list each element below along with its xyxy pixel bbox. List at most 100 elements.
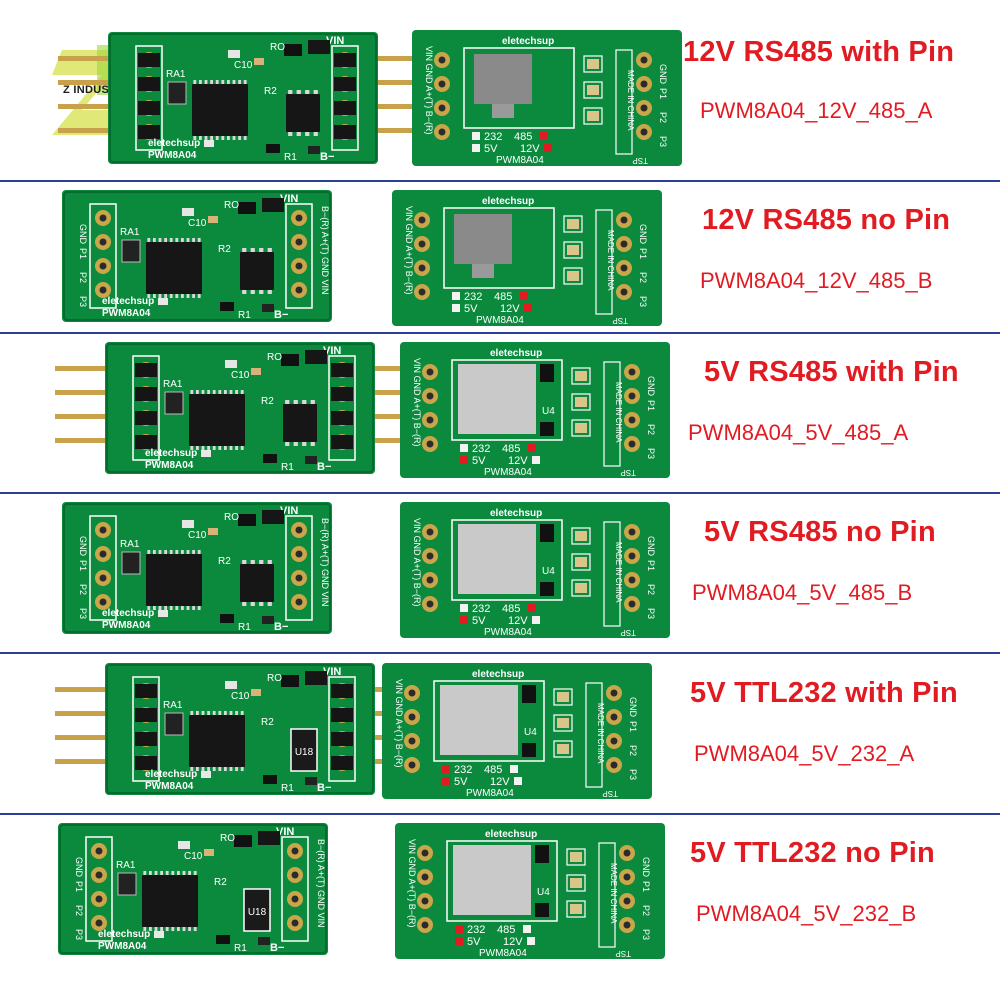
- chip-pin: [158, 238, 162, 243]
- sel-12v-label: 12V: [508, 615, 528, 627]
- chip-pin: [188, 871, 191, 876]
- pin-label: P3: [641, 929, 651, 940]
- sel-232-label: 232: [484, 131, 502, 143]
- pad-hole: [291, 847, 299, 855]
- chip-pin: [259, 289, 264, 294]
- smd-part: [225, 360, 237, 368]
- chip-pin: [160, 871, 163, 876]
- variant-title: 5V TTL232 no Pin: [690, 837, 935, 869]
- chip-pin: [149, 926, 152, 931]
- chip-pin: [204, 135, 208, 140]
- pin-label: GND: [78, 224, 88, 245]
- smd-part: [540, 422, 554, 436]
- chip-pin: [192, 293, 195, 298]
- smd-part: [238, 202, 256, 214]
- right-connector-outline: [328, 355, 356, 461]
- brand-label: eletechsup: [485, 829, 537, 840]
- variant-model-number: PWM8A04_5V_232_A: [694, 741, 915, 766]
- pin-label: P3: [646, 608, 656, 619]
- chip-pin: [215, 80, 219, 85]
- model-silk-label: PWM8A04: [148, 150, 197, 161]
- chip-pin: [250, 248, 255, 253]
- pin-label: P1: [646, 400, 656, 411]
- jumper-12v: [532, 456, 540, 464]
- regulator-outline: [433, 680, 545, 762]
- smd-part: [251, 689, 261, 696]
- chip-pin: [207, 766, 210, 771]
- header-pin: [55, 735, 130, 740]
- transceiver-chip: [286, 90, 320, 136]
- resistor-array: [164, 712, 184, 736]
- chip-body: [240, 252, 274, 290]
- chip-pin: [259, 601, 264, 606]
- chip-body: [189, 394, 245, 446]
- chip-pin: [147, 238, 151, 243]
- b-minus-label: B−: [270, 942, 284, 954]
- header-block: [331, 684, 353, 698]
- chip-pin: [259, 248, 264, 253]
- model-silk-label: PWM8A04: [479, 948, 527, 959]
- cap-outline: [583, 81, 603, 99]
- pin-label: P3: [74, 929, 84, 940]
- header-block: [138, 125, 160, 139]
- sel-12v-label: 12V: [500, 303, 520, 315]
- chip-pin: [175, 238, 179, 243]
- chip-pin: [235, 445, 238, 450]
- header-pin: [350, 414, 425, 419]
- regulator-chip: [454, 214, 512, 264]
- smd-part: [305, 777, 317, 785]
- pcb-edge: [63, 503, 331, 633]
- inductor: [458, 364, 536, 434]
- mcu-chip: [189, 390, 245, 450]
- pad-hole: [295, 262, 303, 270]
- header-block: [135, 684, 157, 698]
- pin-label: P1: [78, 248, 88, 259]
- smd-part: [204, 849, 214, 856]
- bus-pin-label: VIN GND A+(T) B−(R): [407, 839, 417, 928]
- cap-outline: [571, 579, 591, 597]
- cap: [557, 718, 569, 728]
- smd-part: [262, 304, 274, 312]
- u18-label: U18: [248, 907, 267, 918]
- jumper-5v: [460, 616, 468, 624]
- pad-hole: [408, 737, 416, 745]
- b-minus-label: B−: [274, 309, 288, 321]
- chip-pin: [285, 400, 290, 405]
- chip-pin: [313, 90, 318, 95]
- smd-part: [284, 44, 302, 56]
- regulator-outline: [451, 359, 563, 441]
- chip-pin: [147, 293, 151, 298]
- brand-label: eletechsup: [98, 929, 150, 940]
- ro-label: RO: [270, 42, 285, 53]
- header-pin: [353, 80, 428, 85]
- header-block: [331, 411, 353, 425]
- smd-part: [262, 198, 284, 212]
- r2-label: R2: [214, 877, 227, 888]
- cap: [587, 111, 599, 121]
- pin-label: P3: [78, 296, 88, 307]
- smd-part: [308, 146, 320, 154]
- chip-pin: [224, 445, 227, 450]
- model-silk-label: PWM8A04: [496, 155, 544, 166]
- chip-pin: [293, 400, 298, 405]
- pad-hole: [620, 240, 628, 248]
- chip-pin: [192, 238, 195, 243]
- smd-part: [208, 528, 218, 535]
- chip-pin: [199, 135, 202, 140]
- mcu-chip: [146, 238, 202, 298]
- left-connector-outline: [89, 515, 117, 621]
- pin-label: P3: [78, 608, 88, 619]
- pin-label: P1: [646, 560, 656, 571]
- chip-pin: [181, 550, 184, 555]
- chip-pin: [238, 135, 241, 140]
- pin-label: P1: [641, 881, 651, 892]
- pad-hole: [426, 368, 434, 376]
- pin-label: P2: [78, 272, 88, 283]
- chip-pin: [305, 90, 310, 95]
- chip-pin: [212, 711, 216, 716]
- chip-pin: [153, 238, 156, 243]
- pin-label: P3: [658, 136, 668, 147]
- chip-pin: [181, 238, 184, 243]
